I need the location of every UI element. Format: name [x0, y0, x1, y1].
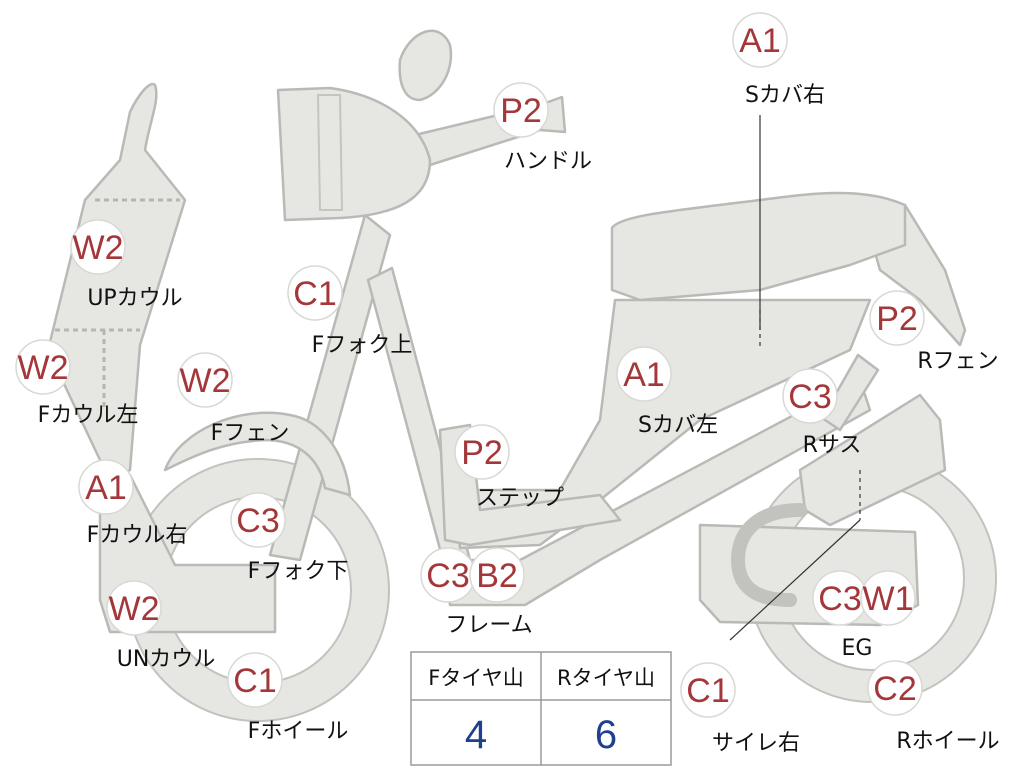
seat	[610, 191, 907, 302]
marker: C3	[812, 570, 868, 626]
marker-code: W2	[18, 349, 69, 387]
marker-label: Fホイール	[248, 719, 349, 744]
marker-code: W2	[109, 590, 160, 628]
marker-code: P2	[500, 92, 542, 130]
marker-label: Fフォク下	[248, 559, 349, 584]
marker-label: Fカウル右	[87, 523, 188, 548]
marker-badge	[782, 368, 838, 424]
marker-label: EG	[842, 636, 873, 661]
marker-label: UNカウル	[117, 647, 216, 672]
marker-badge	[230, 492, 286, 548]
marker-badge	[15, 339, 71, 395]
headlight	[276, 86, 432, 222]
tire-table-value-front: 4	[465, 713, 487, 757]
marker: C1 サイレ右	[680, 662, 800, 756]
marker-label: UPカウル	[87, 286, 182, 311]
tire-table: Fタイヤ山 Rタイヤ山 4 6	[410, 651, 672, 766]
marker-code: C3	[426, 557, 469, 595]
marker-badge	[867, 660, 923, 716]
frame	[443, 378, 872, 607]
mirror	[398, 29, 453, 102]
marker-badge	[493, 82, 549, 138]
marker-code: C1	[686, 672, 729, 710]
marker-code: A1	[623, 356, 665, 394]
marker-badge	[106, 580, 162, 636]
marker-badge	[78, 459, 134, 515]
marker: P2 ハンドル	[493, 82, 592, 174]
marker-code: C3	[236, 502, 279, 540]
marker-code: P2	[461, 434, 503, 472]
marker: C3	[420, 547, 476, 603]
marker-label: Rサス	[803, 433, 862, 458]
front-fender	[163, 411, 352, 497]
tire-table-header-front: Fタイヤ山	[428, 666, 523, 690]
marker-code: A1	[739, 22, 781, 60]
marker-code: C2	[873, 670, 916, 708]
marker-code: W2	[180, 362, 231, 400]
marker-code: W1	[863, 580, 914, 618]
marker: P2 ステップ	[454, 424, 564, 511]
marker-code: C3	[818, 580, 861, 618]
marker-code: C1	[293, 275, 336, 313]
marker-badge	[732, 12, 788, 68]
marker-label: サイレ右	[712, 731, 800, 756]
marker-code: W2	[73, 229, 124, 267]
marker-badge	[287, 265, 343, 321]
marker-badge	[469, 547, 525, 603]
marker-badge	[616, 346, 672, 402]
marker-badge	[680, 662, 736, 718]
marker-label: Fフェン	[211, 421, 290, 446]
tire-table-value-rear: 6	[595, 713, 617, 757]
marker-badge	[454, 424, 510, 480]
marker: B2 フレーム	[445, 547, 533, 638]
marker-code: A1	[85, 469, 127, 507]
tire-table-header-rear: Rタイヤ山	[557, 666, 655, 690]
marker-label: Rホイール	[896, 729, 999, 754]
marker-code: P2	[876, 300, 918, 338]
marker-label: ハンドル	[504, 149, 592, 174]
headlight-lens	[316, 94, 344, 211]
marker-label: Fカウル左	[38, 403, 139, 428]
marker-code: C3	[788, 378, 831, 416]
marker-code: B2	[476, 557, 518, 595]
side-cover	[453, 298, 872, 550]
marker-label: Fフォク上	[312, 333, 413, 358]
marker-label: Sカバ左	[638, 413, 718, 438]
marker-badge	[70, 219, 126, 275]
marker-badge	[860, 570, 916, 626]
marker-label: Sカバ右	[745, 83, 825, 108]
exhaust-bend	[730, 503, 807, 607]
marker-label: フレーム	[445, 613, 532, 638]
leader-muffler	[729, 519, 861, 641]
marker-badge	[869, 290, 925, 346]
marker-code: C1	[233, 662, 276, 700]
marker-label: ステップ	[476, 486, 564, 511]
marker-label: Rフェン	[917, 349, 998, 374]
marker-badge	[227, 652, 283, 708]
marker-badge	[177, 352, 233, 408]
